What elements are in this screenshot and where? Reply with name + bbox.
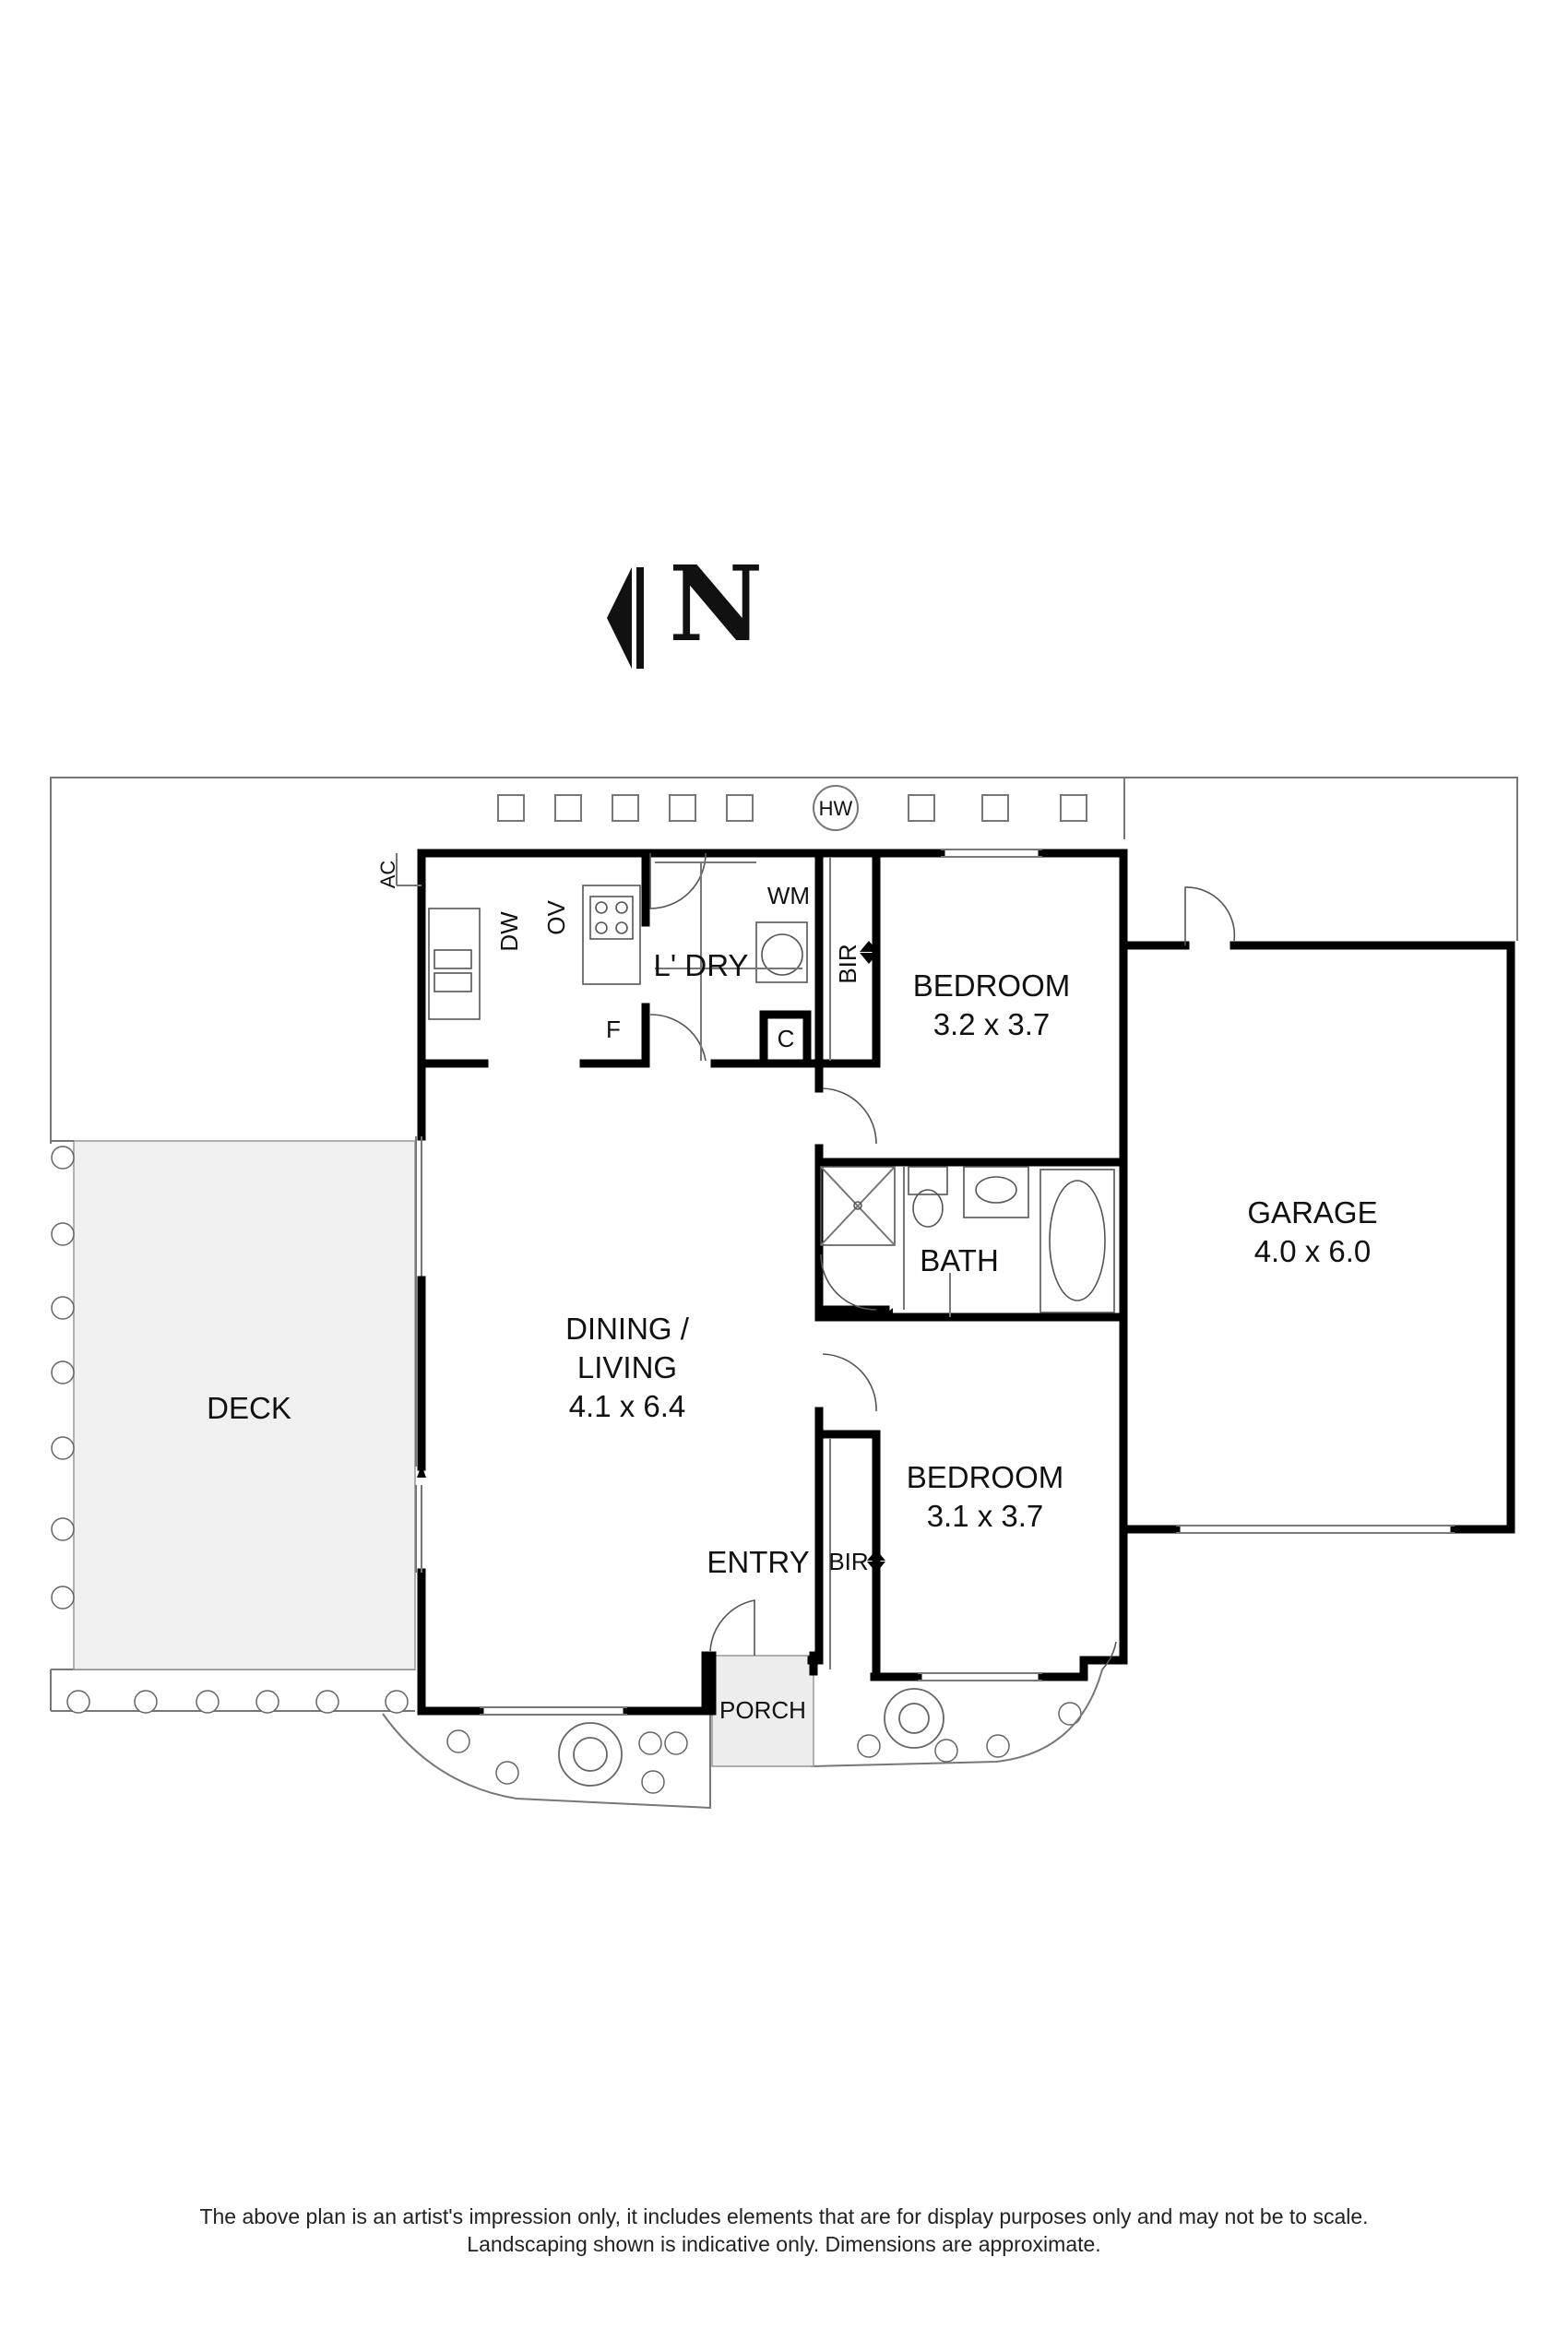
entry-label: ENTRY <box>707 1545 809 1579</box>
bir-1-label: BIR <box>834 944 861 983</box>
disclaimer: The above plan is an artist's impression… <box>0 2203 1568 2258</box>
laundry-walls <box>641 849 824 1068</box>
washing-machine-label: WM <box>767 882 810 909</box>
bedroom-2-walls <box>814 1430 1117 1679</box>
disclaimer-line-2: Landscaping shown is indicative only. Di… <box>467 2232 1101 2256</box>
laundry-label: L' DRY <box>654 948 749 982</box>
air-con-label: AC <box>376 861 399 889</box>
dishwasher-label: DW <box>495 911 523 952</box>
garage-size: 4.0 x 6.0 <box>1254 1234 1372 1268</box>
bedroom-1-label: BEDROOM <box>913 968 1071 1003</box>
hall-walls <box>709 849 893 1665</box>
garage-walls <box>1119 886 1515 1534</box>
tree-icons <box>558 1688 944 1787</box>
north-label: N <box>669 544 764 665</box>
site-boundary <box>50 777 1518 1712</box>
hot-water-label: HW <box>819 797 853 820</box>
garden-beds <box>382 1669 1103 1810</box>
bedroom-1-size: 3.2 x 3.7 <box>933 1007 1051 1041</box>
fridge-label: F <box>606 1016 621 1043</box>
bathroom-walls <box>814 1144 1128 1322</box>
garage-label: GARAGE <box>1247 1195 1377 1229</box>
fence-posts <box>497 785 1087 831</box>
dining-living-label-line2: LIVING <box>577 1350 677 1384</box>
cupboard-label: C <box>778 1025 795 1052</box>
deck-area <box>51 1140 416 1670</box>
bir-2-label: BIR <box>828 1548 868 1575</box>
oven-label: OV <box>542 900 570 935</box>
bedroom-2-label: BEDROOM <box>907 1460 1064 1494</box>
dining-living-size: 4.1 x 6.4 <box>569 1389 686 1423</box>
north-arrow-icon <box>607 567 644 669</box>
porch-label: PORCH <box>719 1696 806 1724</box>
disclaimer-line-1: The above plan is an artist's impression… <box>199 2204 1369 2228</box>
dining-living-label-line1: DINING / <box>565 1312 690 1346</box>
house-walls <box>415 849 1128 1716</box>
shrub-icons <box>51 1146 1082 1794</box>
bedroom-1-walls <box>814 849 1128 1167</box>
deck-label: DECK <box>207 1391 291 1425</box>
bath-label: BATH <box>920 1243 999 1277</box>
porch-area <box>711 1655 814 1767</box>
bedroom-2-size: 3.1 x 3.7 <box>927 1499 1044 1533</box>
